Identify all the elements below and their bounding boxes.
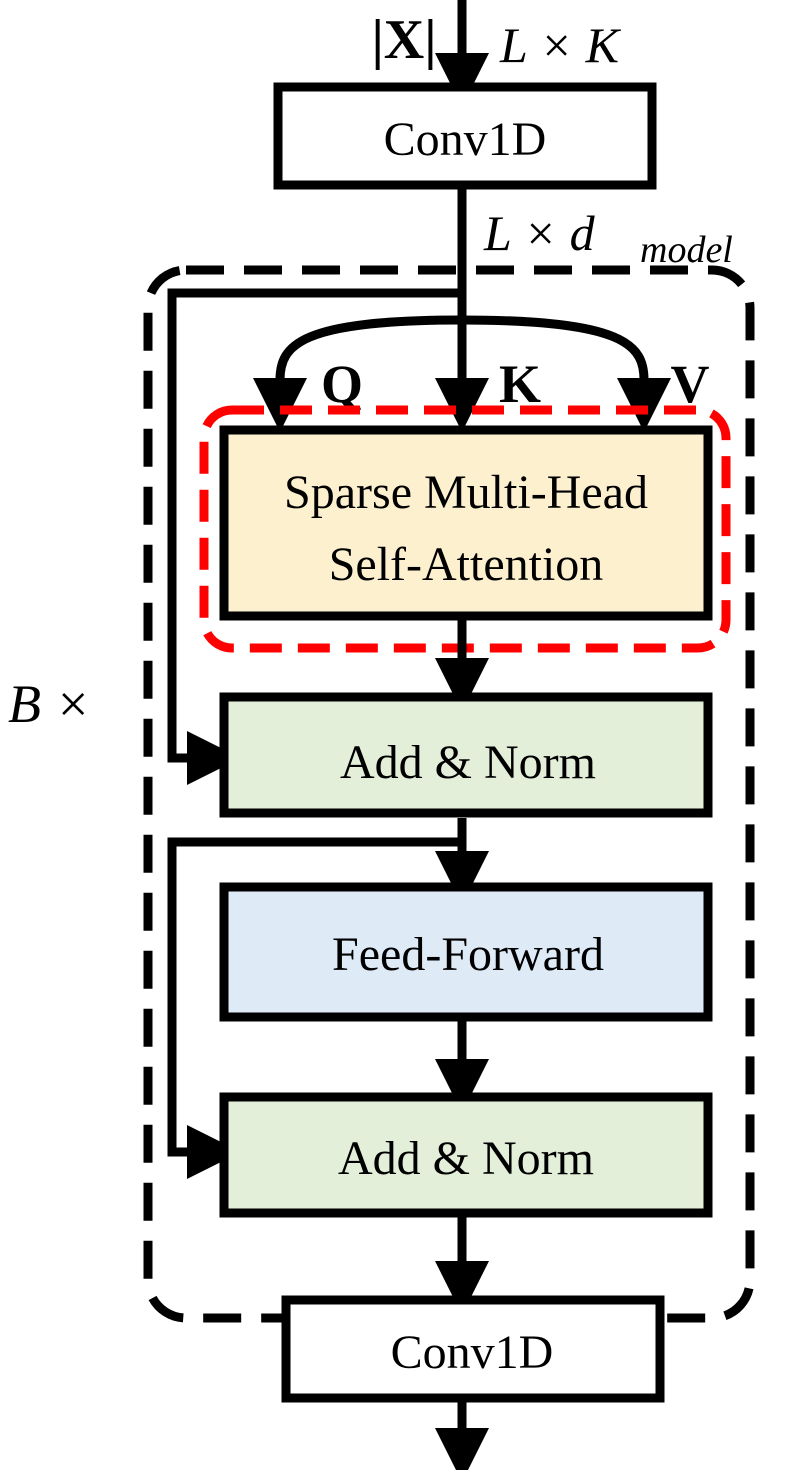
conv1d-bottom-box: Conv1D [281, 1295, 665, 1403]
conv1d-top-box: Conv1D [273, 82, 657, 190]
add-norm-1-rect [219, 692, 713, 818]
conv1d-bottom-label: Conv1D [391, 1326, 554, 1379]
add-norm-2-rect [219, 1092, 713, 1218]
conv1d-top-label: Conv1D [384, 113, 547, 166]
q-label: Q [321, 354, 363, 414]
input-symbol: |X| [371, 9, 436, 71]
residual-arrow-1 [167, 288, 462, 785]
embedding-shape-label: L × d model [483, 205, 733, 271]
add-norm-2-label: Add & Norm [338, 1132, 594, 1185]
feed-forward-rect [219, 882, 713, 1022]
sparse-attention-line2: Self-Attention [329, 538, 604, 591]
conv1d-bottom-rect [281, 1295, 665, 1403]
k-label: K [499, 354, 541, 414]
arrow-q-input [253, 315, 463, 432]
arrow-v-input [461, 315, 671, 432]
block-repeat-label: B × [8, 674, 91, 734]
sparse-attention-line1: Sparse Multi-Head [284, 466, 648, 519]
block-repeat-text: B × [8, 674, 91, 734]
add-norm-1-label: Add & Norm [340, 736, 596, 789]
input-label: |X| L × K [371, 9, 621, 73]
sparse-attention-rect [219, 425, 713, 621]
sparse-attention-box: Sparse Multi-Head Self-Attention [219, 425, 713, 621]
residual-arrow-2 [167, 837, 462, 1179]
embed-shape-sub: model [640, 229, 733, 271]
add-norm-1-box: Add & Norm [219, 692, 713, 818]
input-shape: L × K [499, 17, 622, 73]
feed-forward-label: Feed-Forward [332, 928, 604, 981]
add-norm-2-box: Add & Norm [219, 1092, 713, 1218]
v-label: V [671, 354, 710, 414]
embed-shape-main: L × d [483, 205, 596, 261]
feed-forward-box: Feed-Forward [219, 882, 713, 1022]
